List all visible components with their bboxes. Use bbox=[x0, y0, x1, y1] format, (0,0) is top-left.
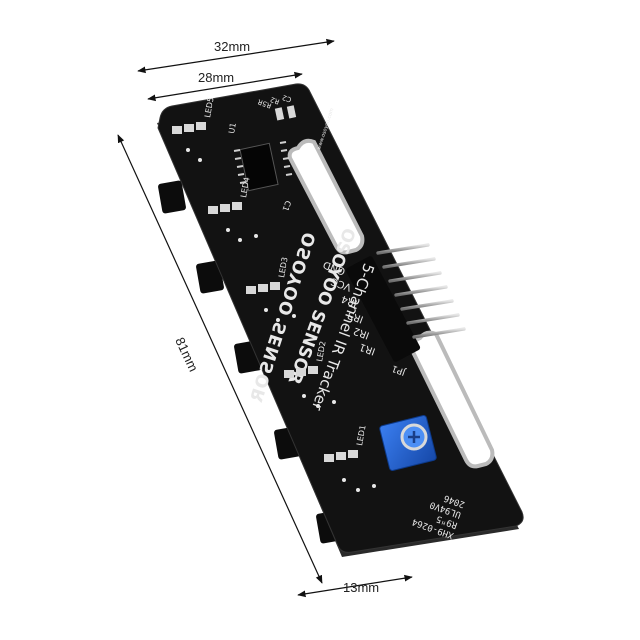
dimension-bottom-width: 13mm bbox=[297, 574, 413, 598]
pin-labels: GND VCC IR4 IR3 IR2 IR1 JP1 bbox=[321, 258, 408, 377]
pin-label-ir3: IR3 bbox=[346, 309, 365, 325]
led-label-3: LED3 bbox=[277, 256, 289, 278]
mounting-slot-top bbox=[287, 138, 365, 255]
potentiometer bbox=[379, 415, 437, 471]
ic-chip: U1 C1 bbox=[227, 122, 292, 212]
dimension-bottom-width-label: 13mm bbox=[343, 580, 379, 595]
sensor-group-5: LED5 bbox=[172, 96, 216, 162]
sensor-group-1: LED1 bbox=[324, 424, 376, 492]
top-label-r2: R2 bbox=[269, 95, 281, 106]
pin-label-ir4: IR4 bbox=[340, 293, 359, 309]
pin-label-ir2: IR2 bbox=[352, 325, 371, 341]
led-label-4: LED4 bbox=[239, 176, 251, 198]
top-label-c2: C2 bbox=[281, 93, 293, 104]
pin-header-label: JP1 bbox=[391, 362, 408, 376]
dimension-top-inner-label: 28mm bbox=[198, 70, 234, 85]
dimension-top-outer: 32mm bbox=[137, 38, 335, 74]
sensor-group-2: LED2 bbox=[284, 340, 336, 408]
dimension-left-length-label: 81mm bbox=[172, 335, 201, 374]
pin-header bbox=[345, 243, 466, 362]
led-label-5: LED5 bbox=[203, 96, 215, 118]
pin-label-ir1: IR1 bbox=[358, 341, 377, 357]
sensor-group-4: LED4 bbox=[208, 176, 258, 242]
led-label-1: LED1 bbox=[355, 424, 367, 446]
chip-label: U1 bbox=[227, 122, 238, 134]
dimension-top-inner: 28mm bbox=[147, 70, 303, 102]
sensor-group-3: LED3 bbox=[246, 256, 296, 322]
dimension-top-outer-label: 32mm bbox=[214, 39, 250, 54]
led-label-2: LED2 bbox=[315, 340, 327, 362]
cap-label: C1 bbox=[280, 199, 292, 212]
